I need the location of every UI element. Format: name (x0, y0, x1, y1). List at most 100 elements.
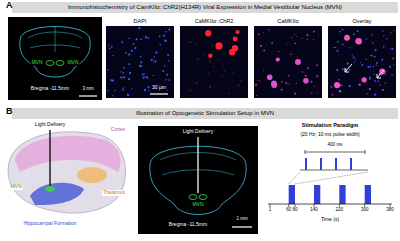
mvn-region (56, 61, 64, 66)
thalamus-region (77, 167, 107, 183)
cell-speck (122, 72, 124, 74)
cell-speck (316, 92, 317, 93)
figure-label: Cortex (110, 127, 127, 133)
cell-speck (369, 79, 370, 80)
panel-header: Immunohistochemistry of CamKIIα::ChR2(H1… (12, 2, 398, 13)
cell-speck (338, 79, 339, 80)
cell-speck (389, 66, 391, 68)
slice-background (138, 126, 258, 234)
figure-label: (20 Hz; 10 ms pulse width) (299, 132, 360, 138)
cell-speck (381, 59, 383, 61)
light-pulse (305, 158, 307, 170)
cell-speck (352, 54, 353, 55)
cell-speck (256, 95, 257, 96)
cell-speck (148, 37, 150, 39)
figure-label: 1 mm (235, 217, 248, 222)
cell-speck (151, 59, 153, 61)
cell-speck (354, 61, 355, 62)
duration-bracket (305, 152, 365, 153)
cell-speck (367, 66, 369, 68)
cell-speck (383, 46, 385, 48)
cell-speck (166, 74, 168, 76)
cell-speck (145, 36, 147, 38)
cell-speck (229, 49, 235, 55)
cell-speck (190, 41, 191, 42)
panel-heading: CaMKIIα (277, 18, 299, 24)
cell-speck (154, 60, 156, 62)
cell-speck (344, 35, 350, 41)
stimulation-block (289, 185, 295, 204)
cell-speck (342, 68, 344, 70)
duration-bracket (305, 150, 306, 154)
duration-bracket (365, 150, 366, 154)
cell-speck (153, 75, 154, 76)
cell-speck (369, 77, 371, 79)
figure-label: Thalamus (102, 190, 126, 196)
cell-speck (120, 71, 121, 72)
hippocampus-region (30, 183, 84, 205)
cell-speck (108, 44, 109, 45)
cell-speck (210, 87, 211, 88)
cell-speck (228, 92, 230, 94)
cell-speck (167, 54, 169, 56)
cell-speck (316, 64, 318, 66)
light-pulse (350, 158, 352, 170)
cell-speck (385, 74, 386, 75)
axis-ticks (270, 204, 390, 207)
cell-speck (271, 82, 277, 88)
figure-label: 220 (335, 208, 345, 213)
cell-speck (302, 71, 304, 73)
cell-speck (305, 75, 307, 77)
cell-speck (373, 66, 374, 67)
cell-speck (134, 47, 136, 49)
cell-speckles (107, 27, 394, 96)
cell-speck (386, 38, 387, 39)
midline (55, 26, 56, 52)
figure-label: MVN (191, 202, 204, 208)
axis-tick (314, 204, 315, 207)
cell-speck (128, 63, 130, 65)
cell-speck (203, 87, 205, 89)
cell-speck (209, 85, 211, 87)
brain-3d (8, 132, 126, 213)
cell-speck (188, 33, 190, 35)
cell-speck (112, 79, 114, 81)
cell-speck (263, 70, 264, 71)
cell-speck (366, 38, 367, 39)
cell-speck (335, 47, 337, 49)
cell-speck (128, 54, 130, 56)
cell-speck (183, 36, 185, 38)
cell-speck (194, 43, 196, 45)
cell-speck (112, 55, 113, 56)
cell-speck (310, 81, 312, 83)
cell-speck (236, 30, 240, 34)
cell-speck (349, 85, 351, 87)
cell-speck (313, 31, 315, 33)
cell-speck (349, 69, 351, 71)
cell-speck (391, 74, 393, 76)
cell-speck (233, 37, 238, 42)
cell-speck (278, 51, 279, 52)
figure-label: 80 (291, 208, 298, 213)
cell-speck (313, 86, 314, 87)
panel-heading: Overlay (353, 18, 372, 24)
scale-bar (79, 95, 97, 96)
cell-speck (133, 43, 135, 45)
cell-speck (143, 76, 145, 78)
cell-speck (317, 75, 319, 77)
cell-speck (145, 76, 147, 78)
cell-speck (389, 66, 391, 68)
panel-heading: CaMKIIα::ChR2 (195, 18, 234, 24)
cell-speck (240, 80, 242, 82)
cell-speck (122, 89, 124, 91)
cell-speck (168, 79, 170, 81)
cell-speck (267, 75, 273, 81)
cell-speck (374, 80, 376, 82)
cell-speck (206, 55, 208, 57)
cell-speck (342, 44, 344, 46)
cell-speck (112, 95, 113, 96)
cell-speck (295, 59, 301, 65)
cell-speck (296, 83, 297, 84)
cell-speck (131, 88, 132, 89)
